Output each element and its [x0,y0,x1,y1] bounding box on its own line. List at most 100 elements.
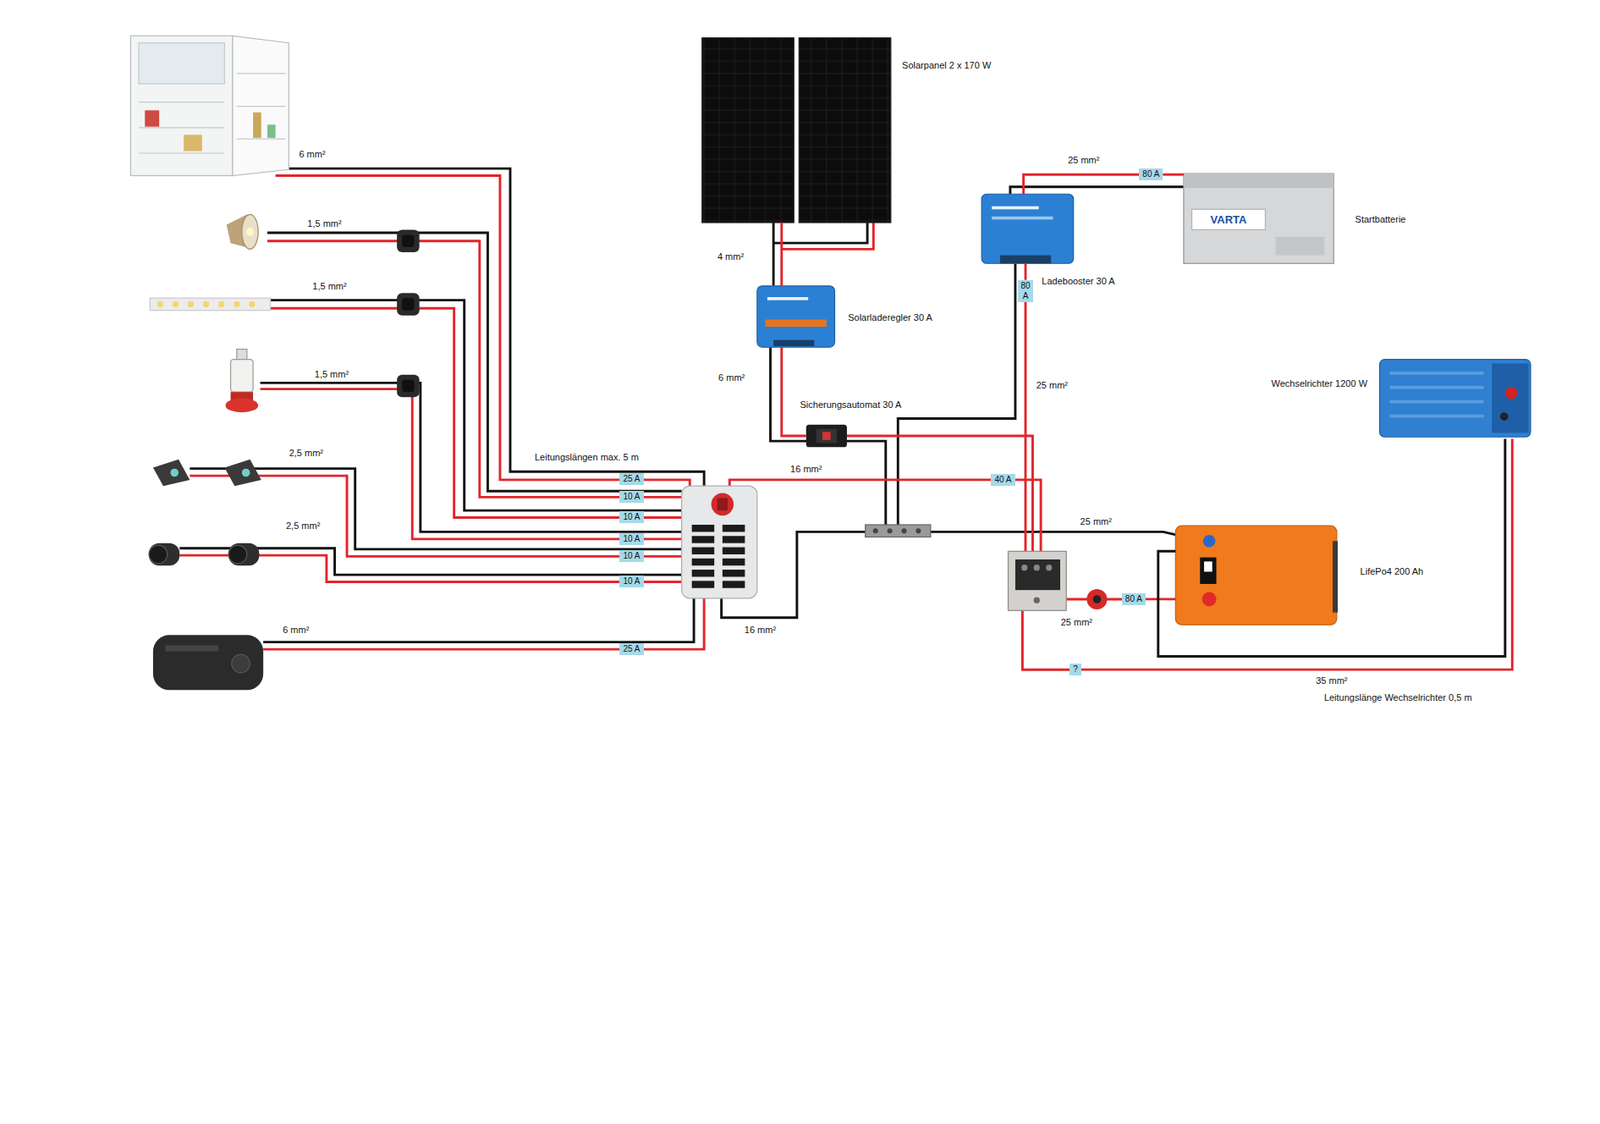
rocker-switch [396,229,420,253]
wire-note: 1,5 mm² [312,280,347,292]
circuit-breaker [806,424,847,448]
component-label: Wechselrichter 1200 W [1271,378,1369,389]
component: Solarpanel 2 x 170 W [702,38,891,223]
red-wire [189,475,682,556]
dc-dc-charger [981,193,1074,264]
circuit-breaker [806,424,847,448]
black-wire [267,232,682,491]
led-strip [149,297,270,310]
fuse-rating: 10 A [622,511,640,522]
component: Wechselrichter 1200 W [1380,357,1531,439]
black-wire [179,168,1204,643]
wire-note: 1,5 mm² [307,218,341,230]
distribution-block [1033,564,1040,571]
wire-note-text: Leitungslänge Wechselrichter 0,5 m [1324,692,1473,703]
inverter [1380,359,1531,438]
component-label: Solarladeregler 30 A [847,312,933,323]
distribution-block [1008,550,1067,611]
cable [1081,439,1513,671]
component: Ladebooster 30 A [981,193,1074,264]
socket-pair [153,459,262,486]
component-label-anchor: LifePo4 200 Ah [1360,566,1425,578]
wire-note-text: Leitungslängen max. 5 m [534,451,639,462]
fuse-block [681,485,758,599]
black-wire [1010,186,1184,194]
fuse-rating: 25 A [622,473,640,484]
red-wire [270,307,682,517]
inverter [1390,400,1485,404]
fuse-block [722,535,746,543]
inverter [1505,386,1518,399]
wire-note: 2,5 mm² [289,447,324,459]
red-wire [260,389,682,539]
lifepo4-battery [1204,560,1213,572]
reading-light-pair [148,544,168,564]
reading-light-pair [228,543,259,567]
wire-note-text: 16 mm² [744,624,776,635]
black-wire [930,531,1204,541]
inverter [1491,362,1529,433]
wire-note-text: 25 mm² [1061,616,1093,627]
socket-pair [224,459,261,486]
component-label-anchor: Startbatterie [1355,214,1407,226]
solar-panel [702,38,891,223]
reading-light-pair [148,543,180,567]
wire-note-text: 4 mm² [717,251,744,262]
component: Startbatterie [1183,173,1334,264]
starter-battery [1275,236,1325,256]
fuse-rating-box: 80 A [1121,593,1146,605]
wire-note: 35 mm² [1315,675,1348,687]
black-wire [772,222,776,286]
led-strip [233,301,240,308]
solar-charge-controller [764,319,826,327]
dc-dc-charger [991,206,1039,210]
component-label-anchor: Solarladeregler 30 A [847,312,933,324]
rocker-switch [396,229,420,397]
wire-note-text: 6 mm² [298,148,325,160]
busbar [865,524,931,537]
wire-note-text: 1,5 mm² [312,280,347,292]
black-wire [897,263,1016,525]
water-pump [225,397,259,413]
starter-battery [1192,208,1266,230]
fuse-rating: 10 A [622,491,640,501]
wire-note-text: 16 mm² [790,463,822,474]
battery-switch [1086,588,1107,610]
wire-note: 6 mm² [718,372,745,384]
fridge-illustration [232,35,289,176]
red-wire [267,241,682,498]
fuse-rating-box: 10 A [619,533,644,545]
rocker-switch [401,297,414,310]
fuse-block [692,569,715,577]
red-wire [781,222,875,249]
component-label: Sicherungsautomat 30 A [800,399,902,410]
busbar [901,527,907,534]
cable [1158,439,1506,657]
reading-light-pair [148,543,259,567]
component-label-anchor: Ladebooster 30 A [1041,275,1115,287]
rocker-switch [401,379,414,392]
solar-panel [798,38,891,223]
busbar [865,524,931,537]
fridge-illustration [236,105,286,107]
spot-lamp [246,227,255,237]
component-label: Startbatterie [1355,214,1407,225]
red-wire [263,598,704,649]
fuse-block [711,493,735,517]
fridge-illustration [267,124,276,138]
fridge-illustration [252,112,262,138]
wire-note: 25 mm² [1036,379,1068,391]
starter-battery [1183,173,1334,264]
red-wire [729,479,1041,551]
fuse-block [722,558,746,566]
fuse-block [692,547,715,555]
inverter [1390,371,1485,375]
wire-note: 16 mm² [744,624,776,636]
wire-note-text: 6 mm² [282,624,309,635]
fridge-illustration [236,138,286,140]
red-wire [1024,291,1028,552]
wire-note: Leitungslängen max. 5 m [534,451,639,463]
